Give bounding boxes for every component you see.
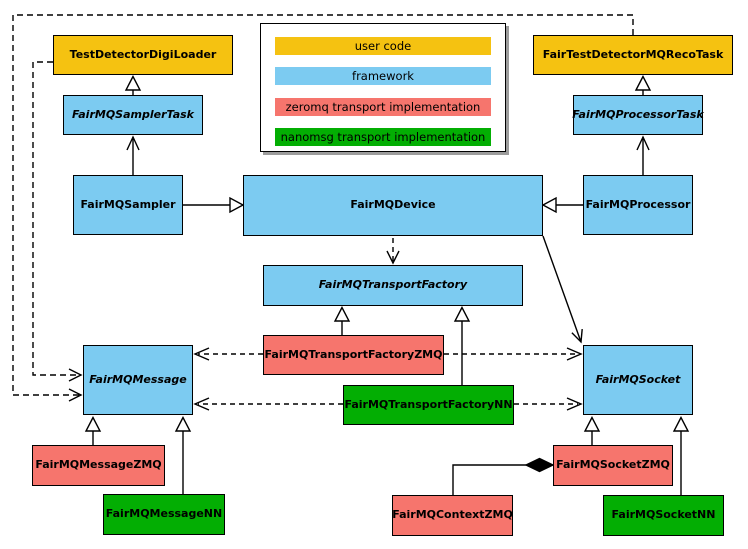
node-label: FairMQDevice xyxy=(350,198,436,212)
node-label: FairMQSocketNN xyxy=(611,508,716,522)
edge-tfzmq-transportfactory xyxy=(333,305,351,335)
edge-tfnn-transportfactory xyxy=(453,305,471,385)
node-label: FairMQSocketZMQ xyxy=(556,458,670,472)
legend-label: zeromq transport implementation xyxy=(285,100,481,114)
node-fairmqsocketnn: FairMQSocketNN xyxy=(603,495,724,536)
node-label: FairMQMessage xyxy=(89,372,187,386)
edge-messagezmq-message xyxy=(84,415,102,445)
node-testdetectordigiloader: TestDetectorDigiLoader xyxy=(53,35,233,75)
legend-item-framework: framework xyxy=(275,67,491,85)
node-label: FairMQSocket xyxy=(595,372,681,386)
edge-sampler-device xyxy=(183,196,245,214)
node-fairmqtransportfactoryzmq: FairMQTransportFactoryZMQ xyxy=(263,335,444,375)
edge-device-transportfactory xyxy=(386,238,400,265)
node-label: FairMQContextZMQ xyxy=(392,508,513,522)
node-fairtestdetectormqrecotask: FairTestDetectorMQRecoTask xyxy=(533,35,733,75)
edge-recotask-message xyxy=(12,14,634,402)
legend-item-nanomsg: nanomsg transport implementation xyxy=(275,128,491,146)
node-label: FairTestDetectorMQRecoTask xyxy=(542,47,724,61)
edge-sampler-samplertask xyxy=(126,135,140,175)
legend-label: framework xyxy=(352,69,414,83)
node-label: FairMQSampler xyxy=(80,197,176,211)
legend-item-user-code: user code xyxy=(275,37,491,55)
node-label: FairMQSamplerTask xyxy=(72,107,194,121)
node-fairmqprocessor: FairMQProcessor xyxy=(583,175,693,235)
edge-contextzmq-socketzmq xyxy=(452,457,555,495)
node-fairmqcontextzmq: FairMQContextZMQ xyxy=(392,495,513,536)
legend-item-zeromq: zeromq transport implementation xyxy=(275,98,491,116)
edge-tfnn-socket xyxy=(514,397,583,411)
edge-tfnn-message xyxy=(193,397,343,411)
node-fairmqsamplertask: FairMQSamplerTask xyxy=(63,95,203,135)
edge-socketnn-socket xyxy=(672,415,690,495)
edge-samplertask-digiloader xyxy=(124,74,142,95)
node-label: FairMQMessageNN xyxy=(105,507,223,521)
edge-device-socket xyxy=(542,235,583,344)
node-label: FairMQTransportFactoryNN xyxy=(344,397,513,411)
node-fairmqsocket: FairMQSocket xyxy=(583,345,693,415)
node-fairmqdevice: FairMQDevice xyxy=(243,175,543,236)
node-label: FairMQTransportFactory xyxy=(318,278,468,292)
edge-processor-device xyxy=(541,196,583,214)
edge-socketzmq-socket xyxy=(583,415,601,445)
edge-processor-processortask xyxy=(636,135,650,175)
legend-label: user code xyxy=(354,39,412,53)
node-fairmqmessage: FairMQMessage xyxy=(83,345,193,415)
legend-box: user code framework zeromq transport imp… xyxy=(260,23,506,152)
node-fairmqsocketzmq: FairMQSocketZMQ xyxy=(553,445,673,486)
node-fairmqtransportfactory: FairMQTransportFactory xyxy=(263,265,523,306)
node-label: FairMQProcessorTask xyxy=(572,107,704,121)
legend-label: nanomsg transport implementation xyxy=(280,130,486,144)
edge-messagenn-message xyxy=(174,415,192,494)
node-label: FairMQMessageZMQ xyxy=(35,458,162,472)
node-fairmqmessagezmq: FairMQMessageZMQ xyxy=(32,445,165,486)
node-label: TestDetectorDigiLoader xyxy=(69,47,217,61)
node-label: FairMQTransportFactoryZMQ xyxy=(264,347,443,361)
node-fairmqtransportfactorynn: FairMQTransportFactoryNN xyxy=(343,385,514,425)
edge-tfzmq-socket xyxy=(444,347,583,361)
edge-digiloader-message xyxy=(32,61,83,382)
node-label: FairMQProcessor xyxy=(585,197,691,211)
edge-tfzmq-message xyxy=(193,347,263,361)
node-fairmqmessagenn: FairMQMessageNN xyxy=(103,494,225,535)
edge-processortask-recotask xyxy=(634,74,652,95)
node-fairmqprocessortask: FairMQProcessorTask xyxy=(572,95,704,135)
node-fairmqsampler: FairMQSampler xyxy=(73,175,183,235)
